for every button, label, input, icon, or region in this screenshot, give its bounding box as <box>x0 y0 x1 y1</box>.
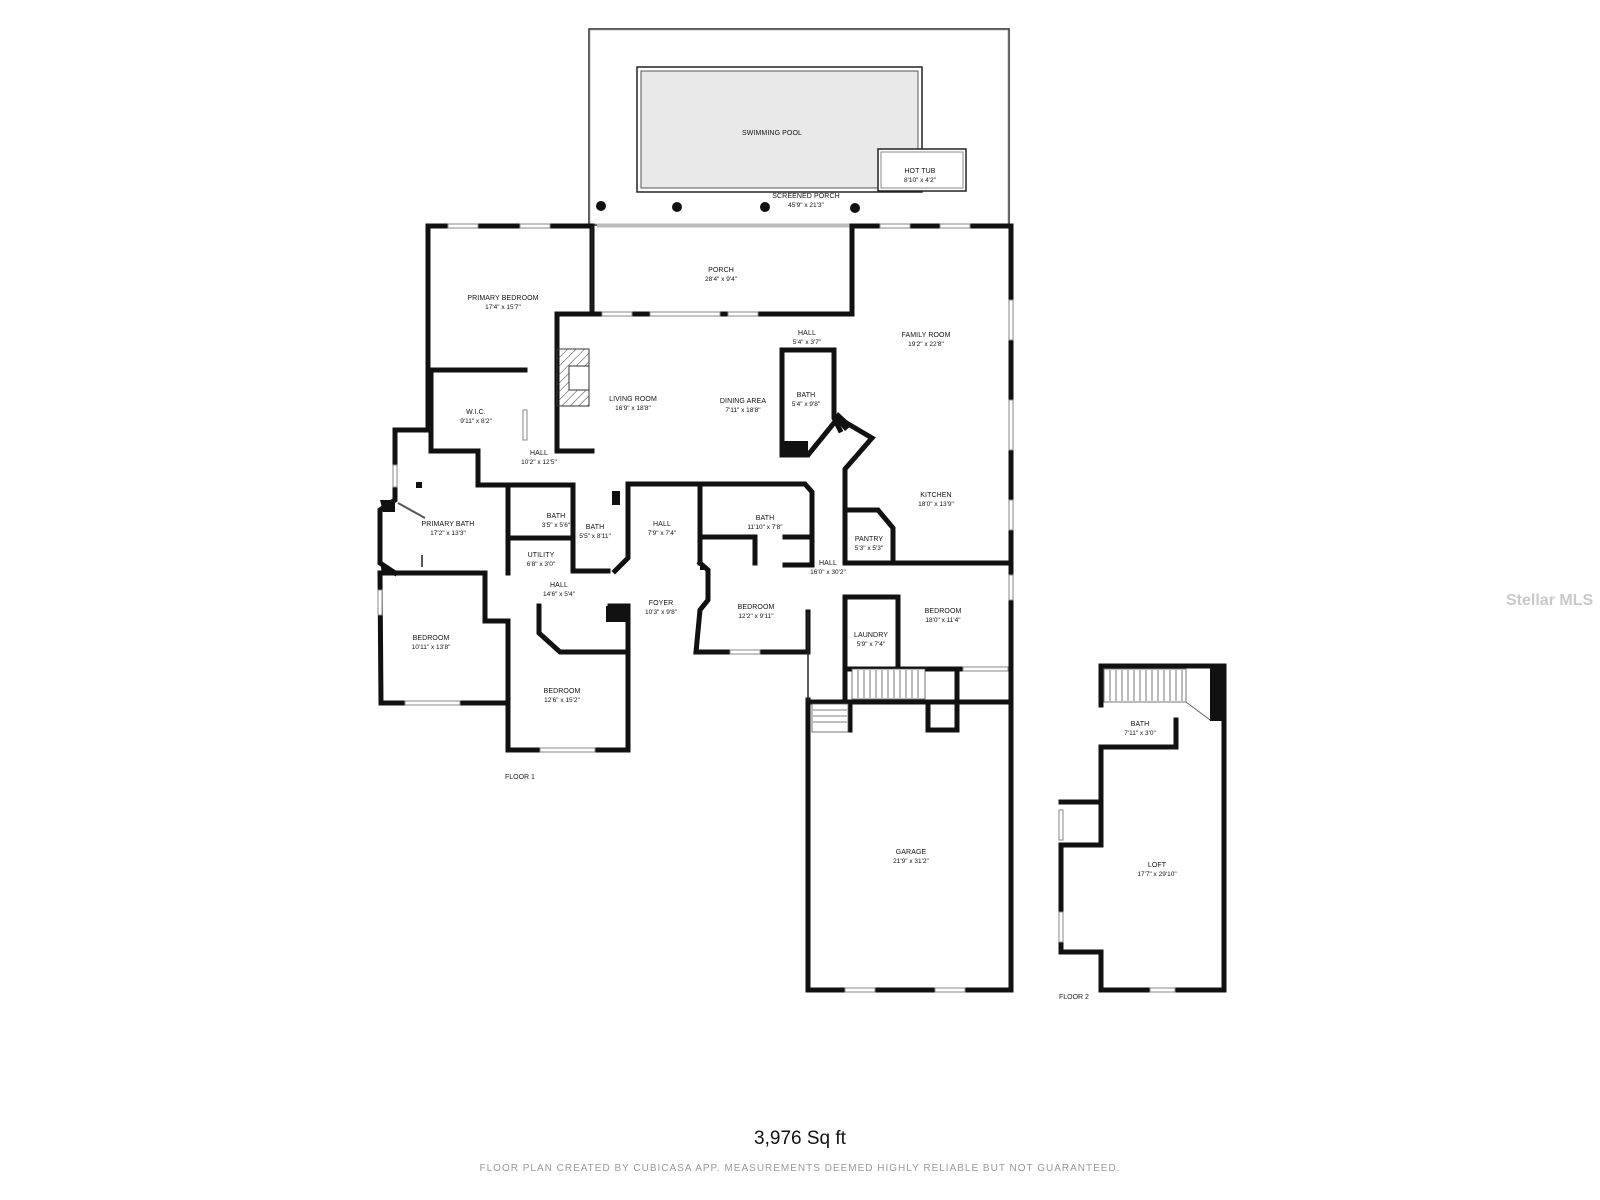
room-dim-bath-small: 3'5" x 5'6" <box>542 522 571 529</box>
room-name-bedroom-left: BEDROOM <box>413 635 450 642</box>
room-dim-laundry: 5'9" x 7'4" <box>857 641 886 648</box>
room-name-bedroom-center: BEDROOM <box>738 604 775 611</box>
room-name-hall-long: HALL <box>819 560 837 567</box>
room-name-family-room: FAMILY ROOM <box>901 332 950 339</box>
room-dim-garage: 21'9" x 31'2" <box>893 858 929 865</box>
room-dim-porch: 28'4" x 9'4" <box>705 276 738 283</box>
room-dim-primary-bath: 17'2" x 13'3" <box>430 530 466 537</box>
room-dim-living-room: 16'9" x 18'8" <box>615 405 651 412</box>
room-dim-bath-right: 11'10" x 7'8" <box>747 524 783 531</box>
room-dim-hall-long: 16'0" x 30'2" <box>810 569 846 576</box>
floor-1-walls <box>377 223 1014 993</box>
room-dim-primary-bedroom: 17'4" x 15'7" <box>485 304 521 311</box>
room-name-living-room: LIVING ROOM <box>609 396 657 403</box>
room-name-loft: LOFT <box>1148 862 1167 869</box>
room-name-primary-bedroom: PRIMARY BEDROOM <box>467 295 538 302</box>
room-dim-hall-lower: 14'6" x 5'4" <box>543 591 576 598</box>
room-name-kitchen: KITCHEN <box>920 492 951 499</box>
room-name-utility: UTILITY <box>528 552 555 559</box>
room-name-bath-top: BATH <box>797 392 816 399</box>
room-dim-hot-tub: 8'10" x 4'2" <box>904 177 937 184</box>
room-name-wic: W.I.C. <box>466 409 486 416</box>
room-dim-hall-left: 10'2" x 12'5" <box>521 459 557 466</box>
room-name-bath-mid: BATH <box>586 524 605 531</box>
room-name-hall-lower: HALL <box>550 582 568 589</box>
room-dim-dining-area: 7'11" x 18'8" <box>725 407 761 414</box>
room-name-bedroom-bottom: BEDROOM <box>544 688 581 695</box>
room-name-hall-top: HALL <box>798 330 816 337</box>
room-name-screened-porch: SCREENED PORCH <box>772 193 840 200</box>
floor-1-label: FLOOR 1 <box>505 774 535 781</box>
room-dim-hall-center: 7'9" x 7'4" <box>648 530 677 537</box>
room-name-foyer: FOYER <box>649 600 674 607</box>
room-name-swimming-pool: SWIMMING POOL <box>742 130 802 137</box>
room-dim-pantry: 5'3" x 5'3" <box>855 545 884 552</box>
total-area: 3,976 Sq ft <box>754 1128 846 1149</box>
room-name-hall-center: HALL <box>653 521 671 528</box>
windows <box>377 223 1176 993</box>
room-dim-bedroom-center: 12'2" x 9'11" <box>738 613 774 620</box>
room-name-laundry: LAUNDRY <box>854 632 888 639</box>
room-dim-bedroom-bottom: 12'6" x 15'2" <box>544 697 580 704</box>
room-name-hall-left: HALL <box>530 450 548 457</box>
stairs-floor-1 <box>811 668 926 733</box>
room-dim-family-room: 19'2" x 22'8" <box>908 341 944 348</box>
floor-2-walls <box>1058 663 1227 993</box>
room-dim-hall-top: 5'4" x 3'7" <box>793 339 822 346</box>
room-dim-bedroom-right: 18'0" x 11'4" <box>925 617 961 624</box>
room-name-bath-small: BATH <box>547 513 566 520</box>
room-dim-screened-porch: 45'9" x 21'3" <box>788 202 824 209</box>
room-dim-bath-mid: 5'5" x 8'11" <box>579 533 611 540</box>
disclaimer-text: FLOOR PLAN CREATED BY CUBICASA APP. MEAS… <box>479 1163 1121 1174</box>
floor-2-label: FLOOR 2 <box>1059 994 1089 1001</box>
room-name-bath-loft: BATH <box>1131 721 1150 728</box>
room-dim-bedroom-left: 10'11" x 13'8" <box>412 644 451 651</box>
room-name-primary-bath: PRIMARY BATH <box>422 521 475 528</box>
room-name-dining-area: DINING AREA <box>720 398 766 405</box>
room-name-pantry: PANTRY <box>855 536 884 543</box>
room-name-garage: GARAGE <box>896 849 927 856</box>
room-dim-bath-loft: 7'11" x 3'0" <box>1124 730 1156 737</box>
room-name-bedroom-right: BEDROOM <box>925 608 962 615</box>
room-dim-loft: 17'7" x 29'10" <box>1137 871 1177 878</box>
room-dim-kitchen: 18'0" x 13'9" <box>918 501 954 508</box>
room-dim-utility: 6'8" x 3'0" <box>527 561 556 568</box>
room-dim-wic: 9'11" x 8'2" <box>460 418 492 425</box>
room-dim-foyer: 10'3" x 9'8" <box>645 609 678 616</box>
room-name-bath-right: BATH <box>756 515 775 522</box>
watermark-text: Stellar MLS <box>1506 592 1594 609</box>
room-name-hot-tub: HOT TUB <box>904 168 935 175</box>
room-name-porch: PORCH <box>708 267 734 274</box>
room-dim-bath-top: 5'4" x 9'8" <box>792 401 821 408</box>
room-labels: SWIMMING POOL HOT TUB 8'10" x 4'2" SCREE… <box>412 130 1178 1001</box>
